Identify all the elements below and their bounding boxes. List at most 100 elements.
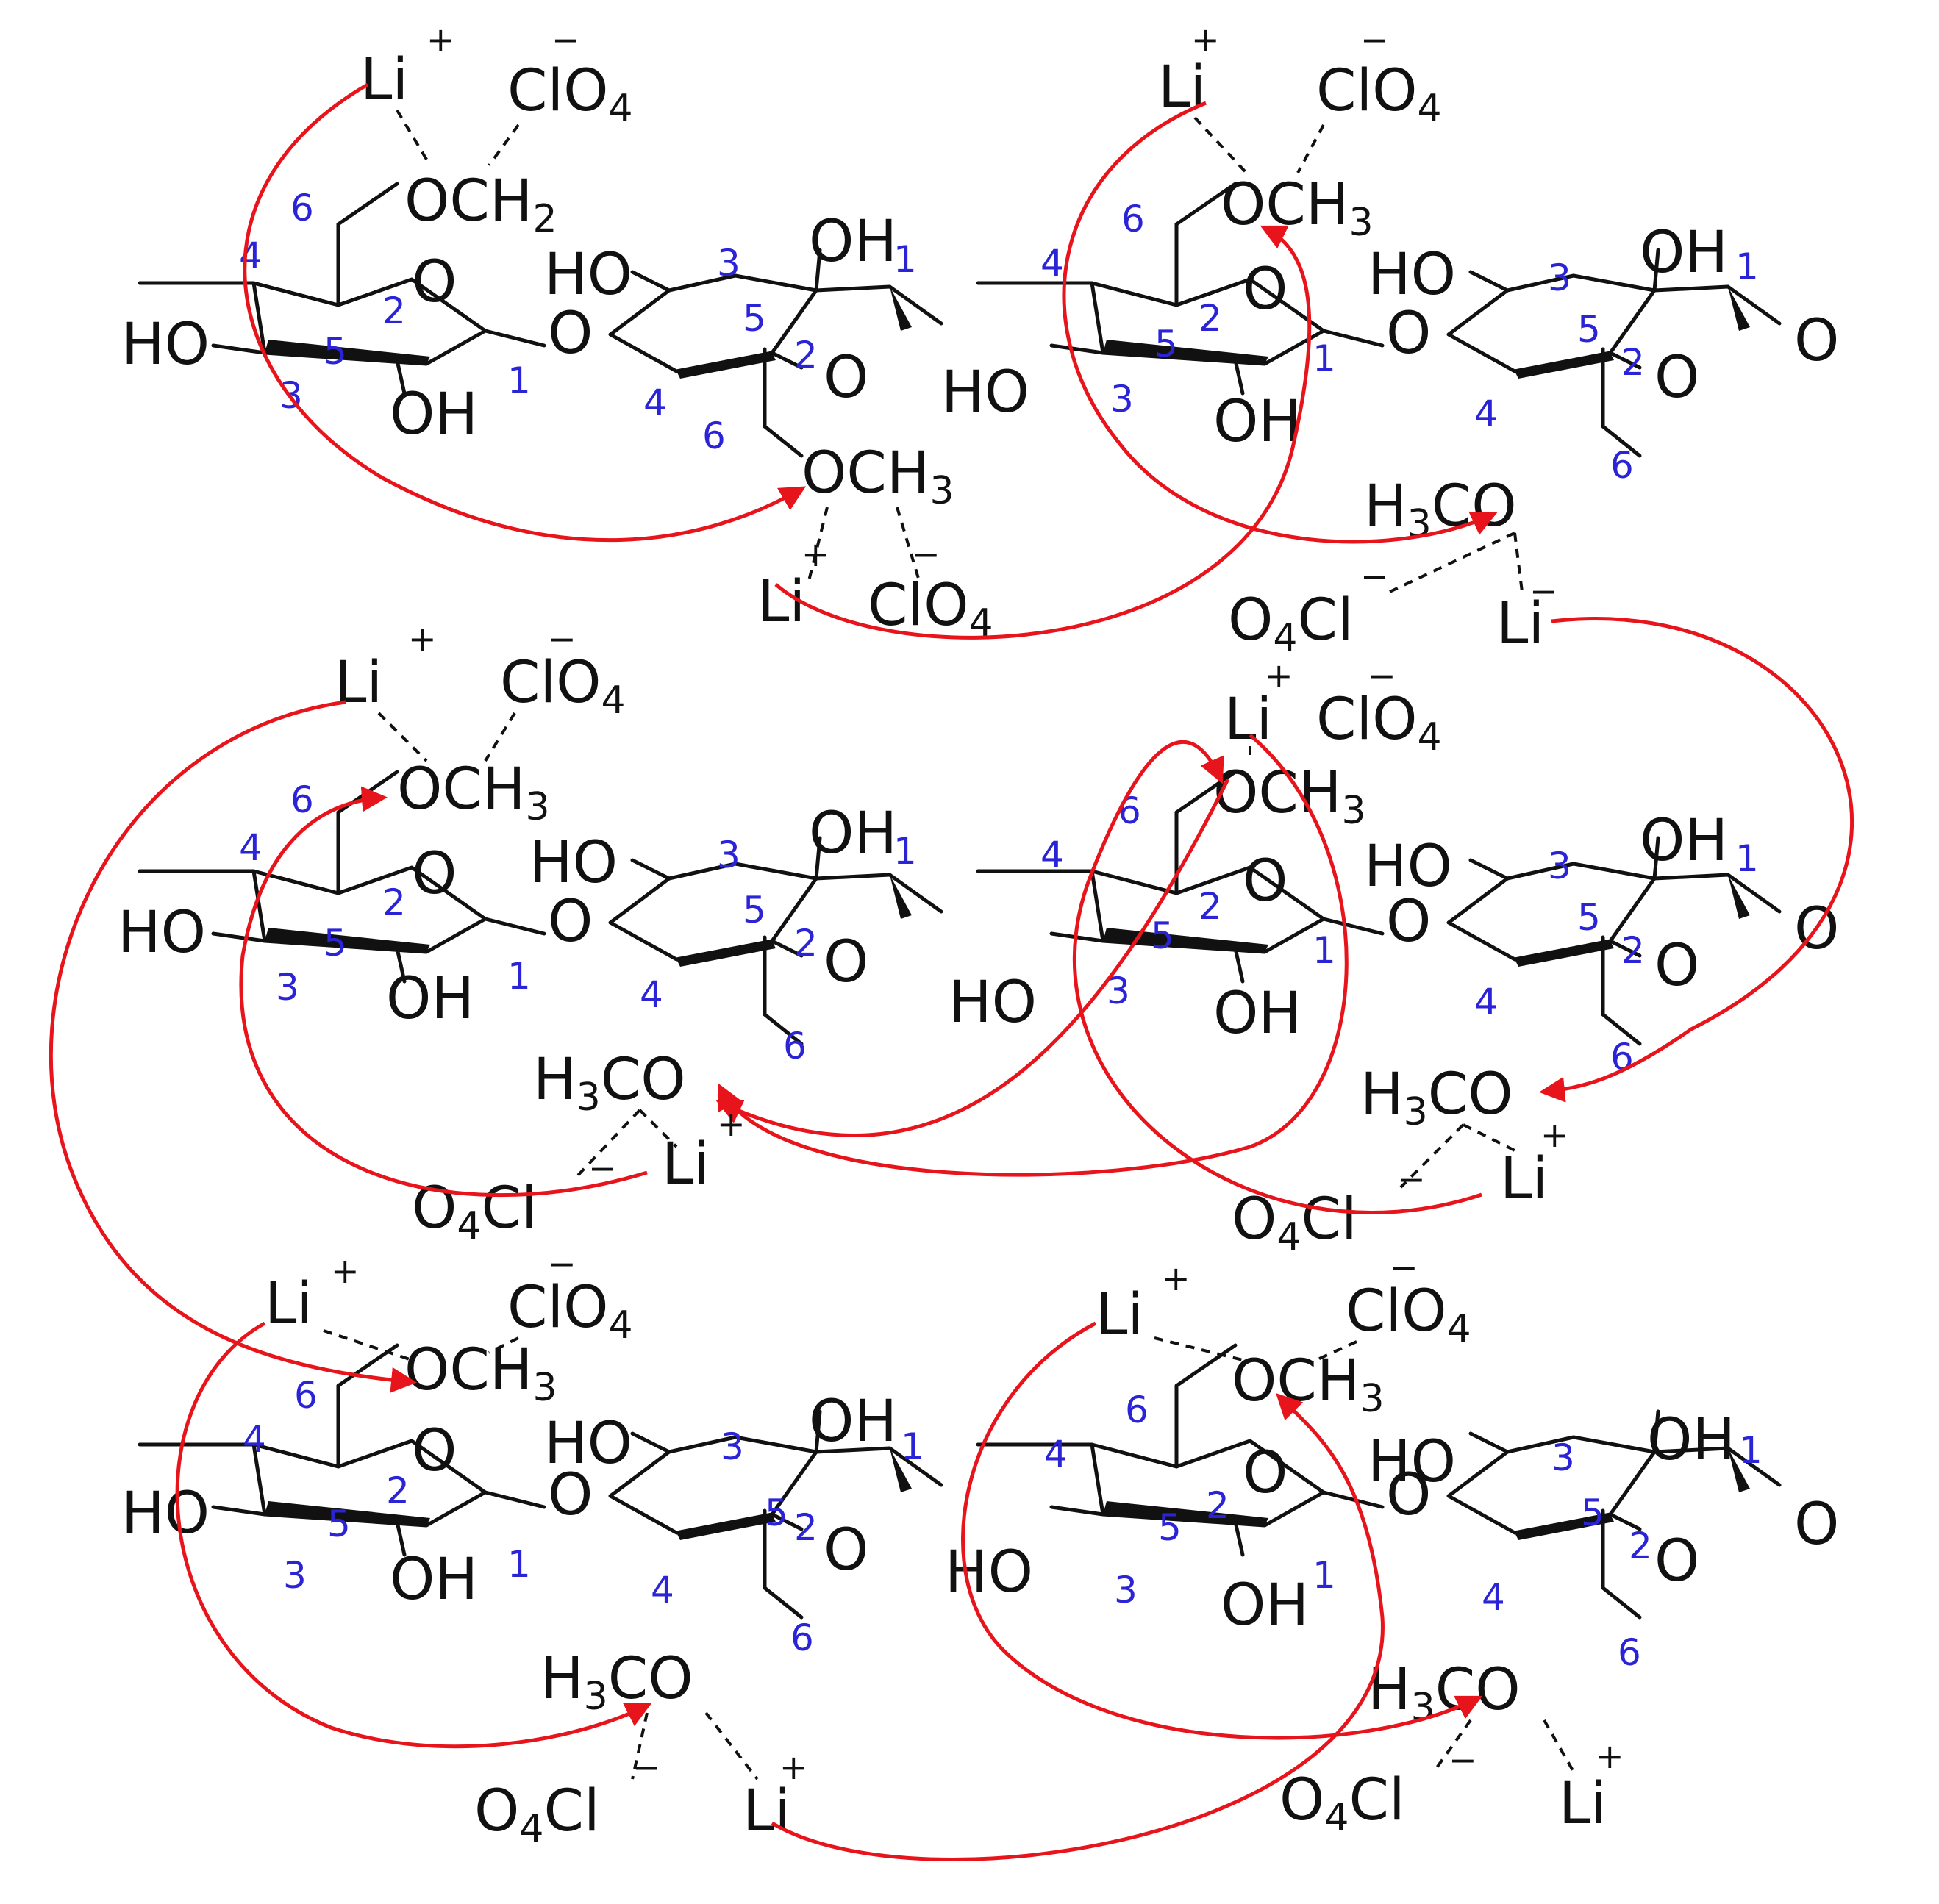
svg-text:−: − — [1360, 20, 1389, 60]
svg-text:4: 4 — [1040, 242, 1064, 284]
charge-marks: + − − + − − − + − + − + − + − + − + − + … — [331, 20, 1624, 1787]
svg-text:OCH3: OCH3 — [1221, 172, 1374, 245]
chain-middle: Li ClO4 OCH3 HO OH HO OH O O H3CO Li O4C… — [118, 650, 1839, 1259]
svg-text:4: 4 — [1474, 981, 1498, 1023]
svg-text:H3CO: H3CO — [533, 1047, 686, 1120]
svg-text:HO: HO — [1364, 834, 1452, 900]
svg-text:Li: Li — [1096, 1282, 1143, 1348]
svg-text:OCH3: OCH3 — [397, 756, 550, 829]
svg-text:HO: HO — [118, 900, 206, 966]
svg-text:−: − — [548, 1244, 576, 1284]
svg-text:HO: HO — [949, 970, 1037, 1036]
svg-text:2: 2 — [1621, 341, 1645, 384]
svg-text:5: 5 — [1154, 323, 1178, 365]
svg-text:1: 1 — [893, 830, 917, 873]
svg-text:Li: Li — [1496, 591, 1544, 657]
svg-text:6: 6 — [290, 779, 314, 821]
svg-text:+: + — [1596, 1736, 1624, 1776]
svg-text:1: 1 — [1735, 837, 1759, 880]
svg-text:O: O — [824, 929, 868, 995]
svg-text:5: 5 — [1151, 915, 1174, 957]
svg-text:O: O — [824, 345, 868, 411]
svg-text:3: 3 — [721, 1425, 744, 1468]
svg-text:−: − — [1529, 571, 1558, 611]
svg-text:ClO4: ClO4 — [1316, 58, 1442, 131]
svg-text:H3CO: H3CO — [1364, 473, 1517, 546]
svg-text:OH: OH — [1213, 389, 1301, 455]
svg-text:2: 2 — [794, 922, 818, 964]
svg-text:OH: OH — [1213, 981, 1301, 1047]
svg-text:OH: OH — [386, 966, 474, 1032]
svg-text:4: 4 — [239, 826, 263, 869]
svg-text:HO: HO — [544, 1411, 632, 1477]
svg-text:H3CO: H3CO — [540, 1646, 693, 1719]
chain-top: Li + ClO4 OCH2 HO OH HO OH O O OCH3 Li C… — [121, 20, 1839, 660]
svg-text:−: − — [1360, 556, 1389, 596]
svg-text:OCH3: OCH3 — [1213, 760, 1366, 833]
svg-text:Li: Li — [1500, 1146, 1548, 1212]
svg-text:2: 2 — [382, 290, 406, 332]
svg-text:1: 1 — [1739, 1429, 1763, 1472]
svg-text:3: 3 — [1551, 1436, 1575, 1479]
svg-text:3: 3 — [1548, 257, 1571, 299]
svg-text:4: 4 — [239, 235, 263, 277]
svg-text:6: 6 — [1610, 444, 1634, 487]
svg-text:2: 2 — [794, 1506, 818, 1549]
svg-text:O: O — [1654, 1528, 1699, 1595]
svg-text:O: O — [1243, 257, 1288, 323]
svg-text:O: O — [1794, 308, 1839, 374]
svg-text:HO: HO — [529, 830, 618, 896]
svg-text:O: O — [412, 249, 457, 315]
svg-text:4: 4 — [243, 1418, 266, 1461]
svg-text:ClO4: ClO4 — [500, 650, 626, 723]
svg-text:3: 3 — [717, 242, 740, 284]
svg-text:2: 2 — [1199, 297, 1222, 340]
svg-text:+: + — [1191, 20, 1220, 60]
svg-text:−: − — [1397, 1159, 1426, 1199]
svg-text:5: 5 — [765, 1492, 788, 1534]
svg-text:+: + — [1162, 1259, 1190, 1298]
svg-text:3: 3 — [1548, 845, 1571, 887]
svg-text:O: O — [1794, 1492, 1839, 1558]
svg-text:2: 2 — [1629, 1525, 1652, 1567]
svg-text:6: 6 — [1121, 198, 1145, 240]
svg-text:HO: HO — [121, 1481, 210, 1547]
svg-text:+: + — [1265, 656, 1293, 695]
svg-text:O: O — [412, 1418, 457, 1484]
svg-text:+: + — [779, 1747, 808, 1787]
svg-text:HO: HO — [941, 359, 1029, 426]
svg-text:O: O — [1243, 1440, 1288, 1506]
svg-text:2: 2 — [386, 1470, 410, 1512]
svg-text:HO: HO — [1368, 242, 1456, 308]
svg-text:O: O — [412, 841, 457, 907]
svg-text:6: 6 — [1618, 1631, 1641, 1674]
svg-text:−: − — [1390, 1248, 1418, 1287]
svg-text:Li: Li — [265, 1271, 313, 1337]
svg-text:1: 1 — [1735, 246, 1759, 288]
svg-text:1: 1 — [1313, 929, 1336, 972]
svg-text:OH: OH — [809, 801, 897, 867]
svg-text:−: − — [1449, 1740, 1477, 1780]
svg-text:O4Cl: O4Cl — [1279, 1767, 1405, 1840]
svg-text:5: 5 — [324, 922, 347, 964]
svg-text:2: 2 — [1621, 929, 1645, 972]
svg-text:−: − — [548, 619, 576, 659]
svg-text:Li: Li — [1158, 54, 1206, 121]
ion-transport-arrows — [49, 82, 1854, 1861]
svg-text:OH: OH — [1640, 220, 1728, 286]
coordination-bonds — [323, 109, 1575, 1780]
svg-text:Li: Li — [1559, 1771, 1607, 1837]
svg-text:4: 4 — [640, 973, 663, 1016]
li-label: Li — [360, 47, 408, 113]
svg-text:Li: Li — [662, 1131, 710, 1198]
svg-text:5: 5 — [743, 889, 766, 931]
svg-text:2: 2 — [1199, 885, 1222, 928]
svg-text:HO: HO — [544, 242, 632, 308]
svg-text:3: 3 — [283, 1554, 307, 1597]
svg-text:−: − — [551, 20, 580, 60]
svg-text:−: − — [912, 534, 940, 574]
svg-text:OH: OH — [1647, 1407, 1735, 1473]
svg-text:O: O — [1654, 933, 1699, 999]
svg-text:5: 5 — [324, 330, 347, 373]
